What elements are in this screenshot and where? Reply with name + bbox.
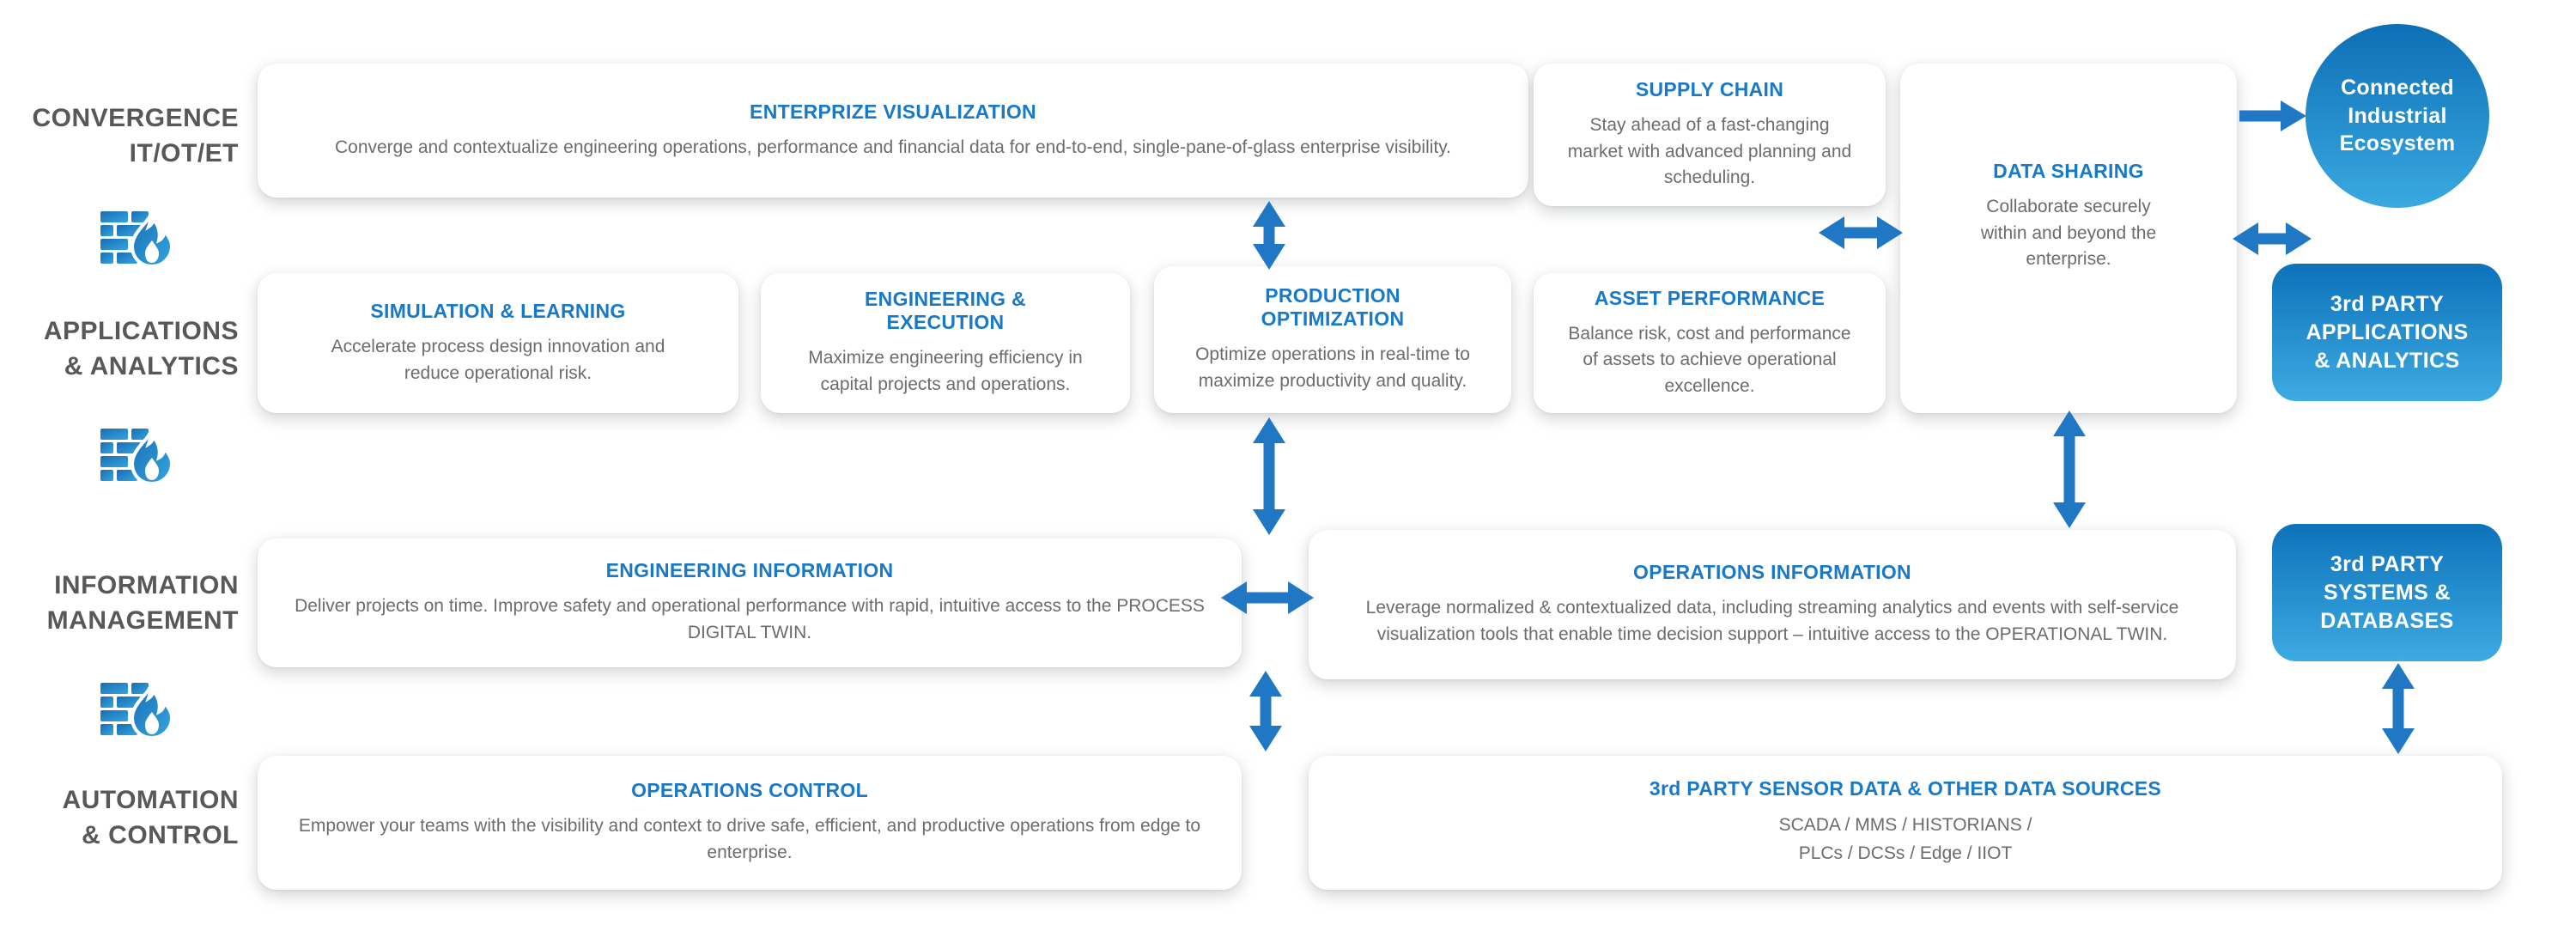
layer-label-applications-analytics: APPLICATIONS & ANALYTICS: [0, 314, 239, 384]
layer-label-line: APPLICATIONS: [43, 317, 239, 345]
double-arrow-icon-supply-chain-data-sharing: [1819, 216, 1903, 249]
card-title: SIMULATION & LEARNING: [370, 299, 626, 322]
card-engineering-information: ENGINEERING INFORMATION Deliver projects…: [258, 538, 1242, 667]
layer-label-information-management: INFORMATION MANAGEMENT: [0, 569, 239, 638]
node-label-line: 3rd PARTY: [2330, 291, 2445, 316]
card-title: PRODUCTION OPTIMIZATION: [1261, 284, 1405, 331]
card-operations-information: OPERATIONS INFORMATION Leverage normaliz…: [1309, 530, 2236, 679]
card-body: Leverage normalized & contextualized dat…: [1365, 598, 2179, 644]
card-body: Optimize operations in real-time to maxi…: [1195, 344, 1470, 391]
layer-label-line: INFORMATION: [54, 571, 239, 599]
card-body: Converge and contextualize engineering o…: [334, 137, 1452, 157]
layer-label-line: AUTOMATION: [62, 786, 239, 814]
right-arrow-icon-data-sharing-ecosystem: [2239, 100, 2306, 131]
card-production-optimization: PRODUCTION OPTIMIZATION Optimize operati…: [1154, 266, 1511, 413]
node-label-line: 3rd PARTY: [2330, 551, 2445, 576]
card-data-sharing: DATA SHARING Collaborate securely within…: [1900, 64, 2237, 413]
layer-label-automation-control: AUTOMATION & CONTROL: [0, 783, 239, 853]
card-title: OPERATIONS INFORMATION: [1633, 561, 1911, 584]
double-arrow-icon-data-sharing-third-party-apps: [2233, 222, 2312, 255]
node-label-line: Industrial: [2348, 103, 2447, 128]
card-title: ENGINEERING INFORMATION: [605, 559, 894, 582]
double-arrow-icon-info-operations-control: [1249, 671, 1282, 751]
node-connected-industrial-ecosystem: Connected Industrial Ecosystem: [2306, 24, 2489, 208]
node-third-party-applications-analytics: 3rd PARTY APPLICATIONS & ANALYTICS: [2272, 264, 2502, 401]
card-body: Deliver projects on time. Improve safety…: [295, 596, 1205, 642]
card-asset-performance: ASSET PERFORMANCE Balance risk, cost and…: [1534, 273, 1886, 413]
double-arrow-icon-visualization-production: [1253, 201, 1285, 270]
node-label-line: Connected: [2341, 76, 2454, 100]
card-enterprise-visualization: ENTERPRIZE VISUALIZATION Converge and co…: [258, 64, 1528, 198]
double-arrow-icon-engineering-operations: [1221, 581, 1314, 614]
layer-label-line: & CONTROL: [82, 820, 239, 849]
card-title: 3rd PARTY SENSOR DATA & OTHER DATA SOURC…: [1649, 777, 2162, 800]
card-body: Balance risk, cost and performance of as…: [1568, 323, 1851, 396]
card-body-line: SCADA / MMS / HISTORIANS /: [1778, 815, 2032, 836]
node-label-line: & ANALYTICS: [2314, 348, 2460, 373]
layer-label-line: MANAGEMENT: [46, 605, 239, 635]
card-title: DATA SHARING: [1993, 160, 2144, 182]
layer-label-line: & ANALYTICS: [64, 351, 239, 380]
node-label-line: SYSTEMS &: [2323, 580, 2451, 605]
card-body: Stay ahead of a fast-changing market wit…: [1567, 115, 1852, 188]
node-third-party-systems-databases: 3rd PARTY SYSTEMS & DATABASES: [2272, 524, 2502, 661]
card-supply-chain: SUPPLY CHAIN Stay ahead of a fast-changi…: [1534, 64, 1886, 206]
card-body: Collaborate securely within and beyond t…: [1980, 197, 2157, 270]
node-label-line: DATABASES: [2320, 608, 2454, 633]
firewall-flame-icon: [100, 209, 174, 269]
layer-label-line: CONVERGENCE: [32, 104, 239, 132]
node-label-line: APPLICATIONS: [2306, 319, 2469, 344]
card-title: SUPPLY CHAIN: [1635, 78, 1784, 101]
card-simulation-learning: SIMULATION & LEARNING Accelerate process…: [258, 273, 738, 413]
card-body: Empower your teams with the visibility a…: [298, 816, 1201, 862]
firewall-flame-icon: [100, 680, 174, 740]
firewall-flame-icon: [100, 426, 174, 486]
double-arrow-icon-systems-sensor-data: [2382, 663, 2415, 754]
card-body: Maximize engineering efficiency in capit…: [808, 348, 1083, 394]
card-engineering-execution: ENGINEERING & EXECUTION Maximize enginee…: [761, 273, 1130, 413]
node-label-line: Ecosystem: [2339, 131, 2456, 156]
layer-label-convergence: CONVERGENCE IT/OT/ET: [0, 101, 239, 171]
card-third-party-sensor-data: 3rd PARTY SENSOR DATA & OTHER DATA SOURC…: [1309, 756, 2502, 890]
card-operations-control: OPERATIONS CONTROL Empower your teams wi…: [258, 756, 1242, 890]
card-title: OPERATIONS CONTROL: [631, 779, 868, 802]
double-arrow-icon-data-sharing-operations-info: [2053, 411, 2086, 528]
card-title: ENGINEERING & EXECUTION: [865, 288, 1026, 334]
layer-label-line: IT/OT/ET: [129, 138, 239, 167]
card-title: ASSET PERFORMANCE: [1594, 286, 1826, 309]
card-body: Accelerate process design innovation and…: [331, 336, 665, 383]
card-body-line: PLCs / DCSs / Edge / IIOT: [1798, 843, 2013, 863]
card-title: ENTERPRIZE VISUALIZATION: [750, 100, 1036, 123]
double-arrow-icon-production-engineering-info: [1253, 417, 1285, 535]
